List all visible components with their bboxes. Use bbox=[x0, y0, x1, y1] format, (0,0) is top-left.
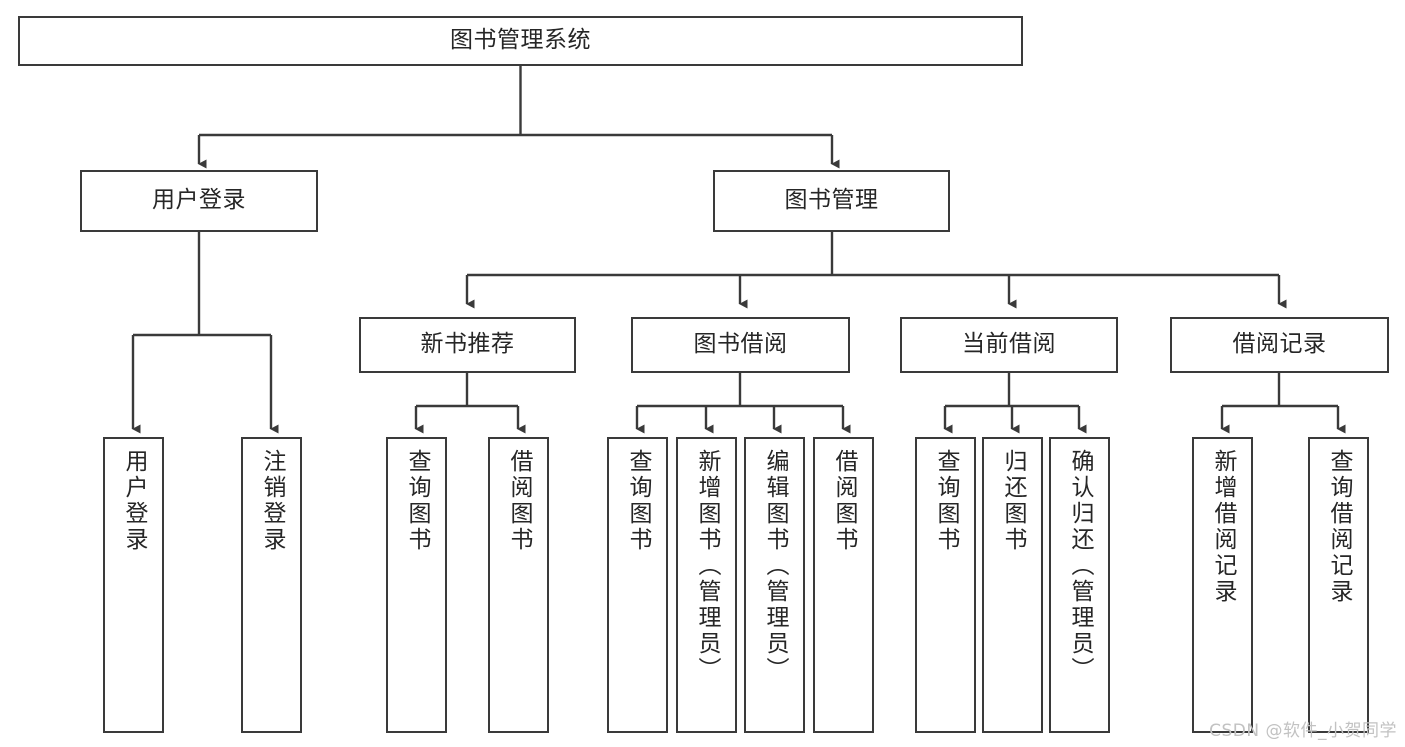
node-user-login[interactable]: 用户登录 bbox=[80, 170, 318, 232]
node-label: 新书推荐 bbox=[420, 331, 515, 358]
node-borrow-records[interactable]: 借阅记录 bbox=[1170, 317, 1389, 373]
leaf-user-login[interactable]: 用户登录 bbox=[103, 437, 164, 733]
node-label: 图书管理 bbox=[784, 187, 879, 214]
node-book-borrow[interactable]: 图书借阅 bbox=[631, 317, 850, 373]
node-label: 查询借阅记录 bbox=[1326, 449, 1352, 605]
node-label: 新增借阅记录 bbox=[1210, 449, 1236, 605]
leaf-add-borrow-record[interactable]: 新增借阅记录 bbox=[1192, 437, 1253, 733]
node-label: 新增图书（管理员） bbox=[694, 449, 720, 683]
node-label: 查询图书 bbox=[404, 449, 430, 553]
node-label: 图书管理系统 bbox=[450, 27, 591, 54]
node-label: 编辑图书（管理员） bbox=[762, 449, 788, 683]
node-label: 借阅图书 bbox=[506, 449, 532, 553]
leaf-query-book-current[interactable]: 查询图书 bbox=[915, 437, 976, 733]
node-label: 查询图书 bbox=[625, 449, 651, 553]
node-label: 确认归还（管理员） bbox=[1067, 449, 1093, 683]
node-label: 归还图书 bbox=[1000, 449, 1026, 553]
leaf-return-book[interactable]: 归还图书 bbox=[982, 437, 1043, 733]
node-label: 查询图书 bbox=[933, 449, 959, 553]
node-label: 借阅记录 bbox=[1232, 331, 1327, 358]
leaf-query-book-recommend[interactable]: 查询图书 bbox=[386, 437, 447, 733]
node-label: 用户登录 bbox=[152, 187, 246, 214]
leaf-borrow-book-recommend[interactable]: 借阅图书 bbox=[488, 437, 549, 733]
node-new-book-recommend[interactable]: 新书推荐 bbox=[359, 317, 576, 373]
leaf-edit-book-admin[interactable]: 编辑图书（管理员） bbox=[744, 437, 805, 733]
node-current-borrow[interactable]: 当前借阅 bbox=[900, 317, 1118, 373]
watermark-text: CSDN @软件_小贺同学 bbox=[1209, 721, 1397, 741]
leaf-confirm-return-admin[interactable]: 确认归还（管理员） bbox=[1049, 437, 1110, 733]
leaf-logout[interactable]: 注销登录 bbox=[241, 437, 302, 733]
node-book-management[interactable]: 图书管理 bbox=[713, 170, 950, 232]
leaf-query-borrow-record[interactable]: 查询借阅记录 bbox=[1308, 437, 1369, 733]
node-label: 图书借阅 bbox=[693, 331, 788, 358]
node-label: 借阅图书 bbox=[831, 449, 857, 553]
node-label: 当前借阅 bbox=[962, 331, 1056, 358]
node-label: 用户登录 bbox=[121, 449, 147, 553]
leaf-borrow-book[interactable]: 借阅图书 bbox=[813, 437, 874, 733]
leaf-query-book-borrow[interactable]: 查询图书 bbox=[607, 437, 668, 733]
node-label: 注销登录 bbox=[259, 449, 285, 553]
node-root-system[interactable]: 图书管理系统 bbox=[18, 16, 1023, 66]
leaf-add-book-admin[interactable]: 新增图书（管理员） bbox=[676, 437, 737, 733]
